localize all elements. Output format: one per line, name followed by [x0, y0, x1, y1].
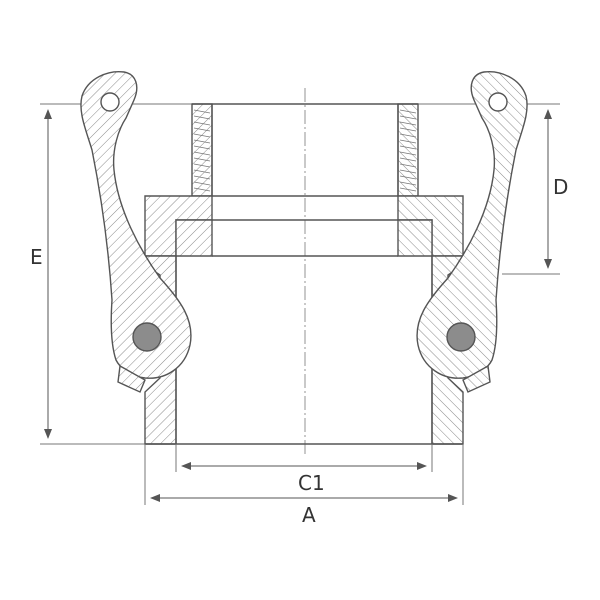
coupler-body: [144, 195, 464, 445]
dimension-label-a: A: [302, 503, 316, 527]
threaded-end: [191, 103, 419, 197]
cam-arm-right: [416, 71, 528, 393]
thread-lines: [193, 109, 417, 192]
dimension-label-e: E: [30, 245, 43, 269]
dimension-label-d: D: [553, 175, 568, 199]
dimension-label-c1: C1: [298, 471, 325, 495]
cam-pin-right: [446, 322, 476, 352]
cam-arm-left: [80, 71, 192, 393]
cam-pin-left: [132, 322, 162, 352]
